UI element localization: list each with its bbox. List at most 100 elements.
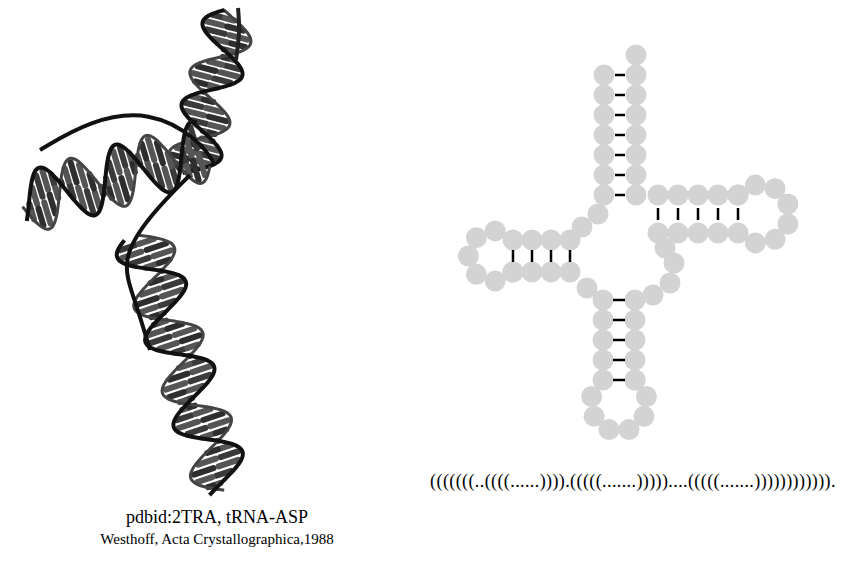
nucleotide-circle [560,230,581,251]
base-rung [186,137,192,156]
base-rung [221,451,239,457]
base-pair-dash [613,359,625,362]
backbone [40,115,215,165]
base-pair-dash [615,174,625,177]
nucleotide-circle [626,125,647,146]
base-rung [167,324,182,329]
backbone [127,175,190,350]
base-rung [137,298,156,304]
nucleotide-circle [777,214,798,235]
base-rung [65,168,69,181]
nucleotide-circle [625,370,646,391]
base-rung [192,360,203,364]
nucleotide-circle [625,330,646,351]
base-rung [194,468,213,474]
nucleotide-circle [594,145,615,166]
base-rung [44,202,50,223]
base-rung [188,428,206,434]
base-rung [127,171,132,189]
nucleotide-circle [594,65,615,86]
base-pair-dash [613,319,625,322]
nucleotide-circle [765,178,786,199]
nucleotide-circle [593,290,614,311]
nucleotide-circle [503,230,524,251]
base-pair-dash [569,250,572,262]
base-rung [166,383,185,389]
nucleotide-circle [593,310,614,331]
nucleotide-circle [660,273,681,294]
base-pair-dash [737,208,740,220]
base-rung [209,117,227,122]
base-pair-dash [550,250,553,262]
nucleotide-circle [688,185,709,206]
nucleotide-circle [594,165,615,186]
base-pair-dash [677,208,680,220]
base-rung [203,414,222,420]
nucleotide-circle [466,264,487,285]
base-rung [116,185,121,203]
base-pair-dash [615,94,625,97]
base-pair-dash [512,250,515,262]
base-rung [164,275,175,279]
base-rung [193,161,199,180]
base-rung [36,176,42,197]
nucleotide-circle [728,185,749,206]
base-pair-dash [613,339,625,342]
base-rung [131,258,149,264]
nucleotide-circle [668,185,689,206]
nucleotide-circle [485,271,506,292]
nucleotide-circle [626,45,647,66]
base-rung [165,168,171,188]
secondary-structure [458,45,798,441]
nucleotide-circle [626,165,647,186]
nucleotide-circle [541,262,562,283]
backbone [27,122,197,221]
base-rung [199,154,205,175]
nucleotide-circle [458,246,479,267]
base-rung [87,191,93,212]
base-rung [207,29,225,34]
nucleotide-circle [599,419,620,440]
nucleotide-circle [668,223,689,244]
nucleotide-circle [728,185,749,206]
base-rung [197,477,212,482]
base-rung [193,73,209,77]
nucleotide-circle [594,125,615,146]
nucleotide-circle [522,262,543,283]
nucleotide-circle [593,330,614,351]
base-rung [95,193,99,207]
nucleotide-circle [626,65,647,86]
nucleotide-circle [708,185,729,206]
base-pair-dash [615,154,625,157]
base-rung [175,329,194,335]
base-rung [209,61,222,64]
base-rung [186,111,204,116]
nucleotide-circle [643,285,664,306]
base-pair-dash [615,74,625,77]
nucleotide-circle [503,262,524,283]
nucleotide-circle [688,223,709,244]
base-rung [173,170,177,183]
base-pair-dash [615,194,625,197]
base-pair-dash [697,208,700,220]
nucleotide-circle [581,386,602,407]
base-pair-dash [613,379,625,382]
base-pair-dash [615,114,625,117]
nucleotide-circle [633,406,654,427]
nucleotide-circle [593,350,614,371]
nucleotide-circle [625,350,646,371]
backbone [181,10,242,173]
base-rung [154,250,172,256]
base-rung [226,66,239,69]
base-rung [214,78,230,82]
base-rung [122,252,141,258]
base-rung [71,162,77,182]
nucleotide-circle [625,370,646,391]
nucleotide-circle [485,220,506,241]
nucleotide-circle [522,230,543,251]
base-rung [113,151,119,172]
nucleotide-circle [626,105,647,126]
base-rung [206,21,222,25]
base-rung [147,244,166,250]
